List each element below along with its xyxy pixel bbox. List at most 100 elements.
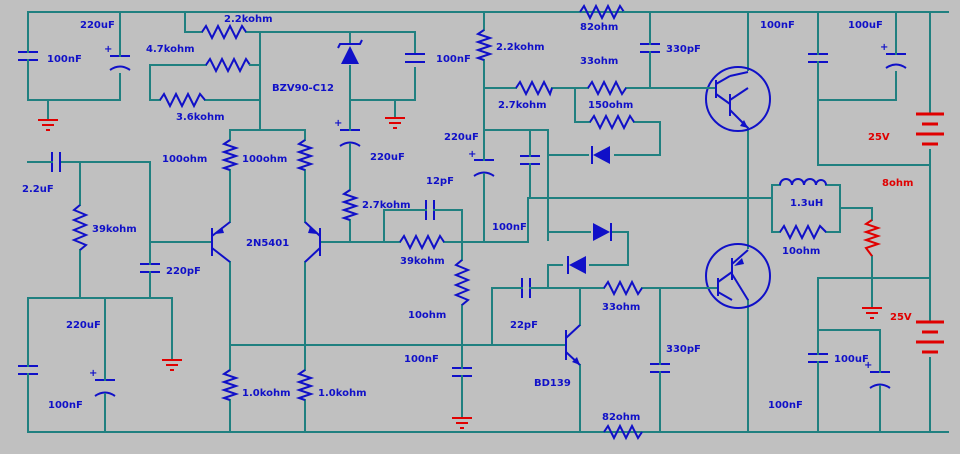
label-load: 8ohm	[882, 178, 913, 189]
capacitor-220pf	[140, 259, 160, 279]
component-labels: 100nF 220uF 2.2kohm 4.7kohm 3.6kohm BZV9…	[22, 14, 913, 423]
label-c-100nf-bl: 100nF	[48, 400, 83, 411]
electrolytic-capacitor-220uf-zener: +	[334, 118, 361, 153]
resistor-100ohm-a	[220, 139, 240, 171]
label-c-100nf-tr: 100nF	[760, 20, 795, 31]
label-c-100uf-br: 100uF	[834, 354, 869, 365]
label-c-100nf-z: 100nF	[436, 54, 471, 65]
label-c-22pf: 22pF	[510, 320, 538, 331]
capacitor-100nf-ground	[452, 364, 472, 386]
resistor-150ohm	[589, 113, 635, 131]
capacitor-330pf-top	[640, 39, 660, 59]
zener-diode	[337, 39, 363, 64]
resistor-2-2kohm-mid	[474, 29, 494, 61]
label-r-22k-top: 2.2kohm	[224, 14, 273, 25]
label-r-1k-b: 1.0kohm	[318, 388, 367, 399]
label-c-330pf-top: 330pF	[666, 44, 701, 55]
label-c-220uf-tl: 220uF	[80, 20, 115, 31]
svg-text:+: +	[864, 360, 872, 371]
resistor-82ohm-top	[579, 3, 625, 21]
resistor-3-6kohm	[159, 91, 206, 109]
label-c-100nf-tl: 100nF	[47, 54, 82, 65]
label-r-100-a: 100ohm	[162, 154, 207, 165]
resistor-39kohm-input	[71, 204, 89, 251]
diode-bias-1	[591, 146, 610, 164]
transistor-2n5401-right	[304, 221, 321, 263]
electrolytic-capacitor-100uf-top-right: +	[880, 42, 907, 69]
resistor-2-7kohm-mid	[515, 79, 553, 97]
darlington-transistor-top	[699, 66, 771, 132]
label-r-10-mid: 10ohm	[408, 310, 446, 321]
label-c-220uf-z: 220uF	[370, 152, 405, 163]
label-v-bot: 25V	[890, 312, 912, 323]
label-r-150: 150ohm	[588, 100, 633, 111]
label-c-100uf-tr: 100uF	[848, 20, 883, 31]
label-r-36k: 3.6kohm	[176, 112, 225, 123]
wires	[27, 11, 949, 433]
resistor-10ohm-output	[779, 223, 827, 241]
capacitor-12pf	[419, 200, 441, 220]
capacitor-100nf-bottom-left	[18, 361, 38, 383]
label-r-47k: 4.7kohm	[146, 44, 195, 55]
capacitor-22pf	[517, 278, 541, 298]
inductor-1-3uh	[779, 178, 827, 186]
label-r-1k-a: 1.0kohm	[242, 388, 291, 399]
resistor-33ohm-bottom	[603, 279, 643, 297]
label-c-220uf-bl: 220uF	[66, 320, 101, 331]
label-c-22uf-in: 2.2uF	[22, 184, 54, 195]
resistor-2-7kohm-fb	[340, 189, 360, 221]
label-c-220uf-mid: 220uF	[444, 132, 479, 143]
resistor-10ohm-mid	[453, 259, 471, 306]
label-zener: BZV90-C12	[272, 83, 334, 94]
electrolytic-capacitor-100uf-bottom-right: +	[864, 360, 891, 393]
capacitor-100nf-top-right	[808, 47, 828, 71]
capacitor-330pf-bottom	[650, 359, 670, 381]
label-r-100-b: 100ohm	[242, 154, 287, 165]
capacitor-100nf-top-left	[18, 49, 38, 69]
electrolytic-capacitor-220uf-top-left: +	[104, 44, 131, 71]
label-r-82-top: 82ohm	[580, 22, 618, 33]
label-q-vas: BD139	[534, 378, 571, 389]
resistor-33ohm-top	[587, 79, 627, 97]
label-c-12pf: 12pF	[426, 176, 454, 187]
svg-text:+: +	[880, 42, 888, 53]
electrolytic-capacitor-220uf-mid: +	[468, 149, 495, 186]
transistor-2n5401-left	[211, 221, 231, 263]
svg-text:+: +	[104, 44, 112, 55]
capacitor-100nf-bottom-right	[808, 347, 828, 373]
resistor-39kohm-fb	[399, 233, 445, 251]
label-r-39k-in: 39kohm	[92, 224, 137, 235]
label-r-82-bot: 82ohm	[602, 412, 640, 423]
resistors	[71, 3, 882, 441]
label-q-pair: 2N5401	[246, 238, 289, 249]
svg-text:+: +	[89, 368, 97, 379]
battery-25v-top	[916, 112, 944, 146]
diode-bias-2	[593, 223, 612, 241]
resistor-2-2kohm-top	[201, 23, 247, 41]
darlington-transistor-bottom	[705, 243, 771, 309]
resistor-100ohm-b	[295, 139, 315, 171]
resistor-1-0kohm-a	[220, 369, 240, 401]
ground-symbols	[38, 117, 882, 429]
label-c-220pf: 220pF	[166, 266, 201, 277]
resistor-8ohm-load	[862, 219, 882, 257]
svg-text:+: +	[334, 118, 342, 129]
svg-text:+: +	[468, 149, 476, 160]
diode-bias-3	[567, 256, 586, 274]
label-r-27k-fb: 2.7kohm	[362, 200, 411, 211]
transistor-bd139	[559, 324, 581, 366]
resistor-82ohm-bottom	[603, 423, 643, 441]
label-r-39k-fb: 39kohm	[400, 256, 445, 267]
capacitor-100nf-feedback	[520, 149, 540, 171]
label-c-100nf-gnd: 100nF	[404, 354, 439, 365]
label-r-33-bot: 33ohm	[602, 302, 640, 313]
label-v-top: 25V	[868, 132, 890, 143]
label-r-22k-mid: 2.2kohm	[496, 42, 545, 53]
label-c-100nf-br: 100nF	[768, 400, 803, 411]
capacitor-2-2uf-input	[47, 152, 61, 172]
resistor-1-0kohm-b	[295, 369, 315, 401]
label-ind: 1.3uH	[790, 198, 823, 209]
battery-25v-bottom	[916, 320, 944, 354]
label-r-33-top: 33ohm	[580, 56, 618, 67]
